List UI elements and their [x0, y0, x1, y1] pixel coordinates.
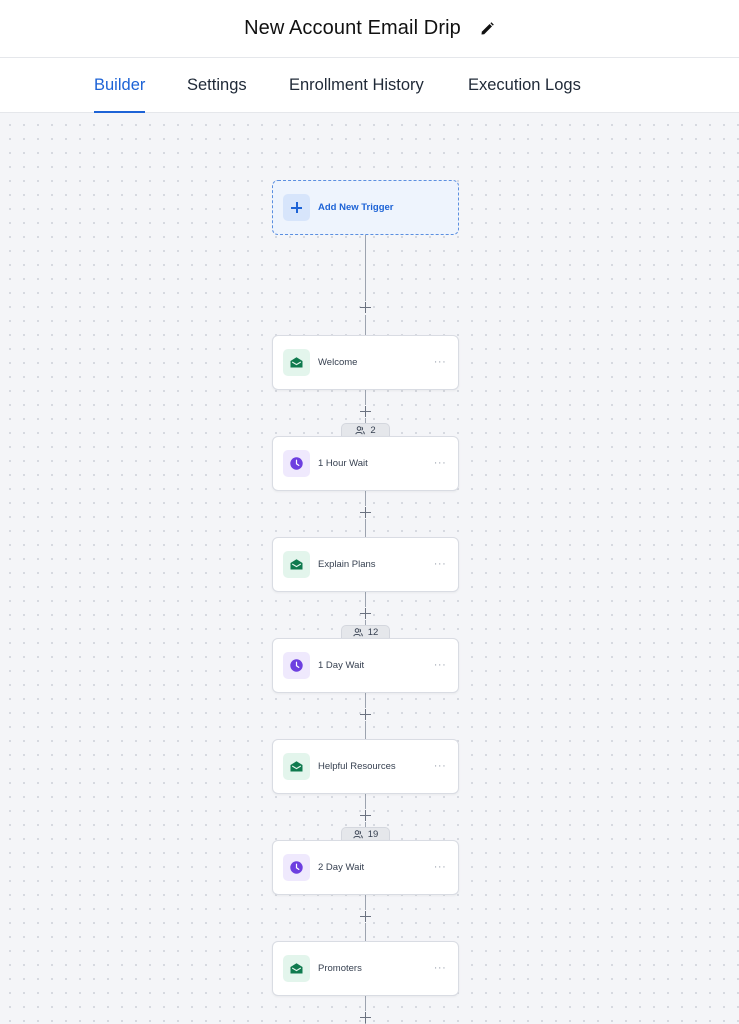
enrollment-count-badge: 2	[341, 423, 390, 437]
connector-line	[365, 923, 366, 941]
users-icon	[355, 426, 366, 435]
clock-icon	[283, 854, 310, 881]
step-label: Helpful Resources	[318, 761, 396, 772]
add-trigger-button[interactable]: Add New Trigger	[272, 180, 459, 235]
add-step-button[interactable]	[359, 301, 372, 314]
add-step-button[interactable]	[359, 708, 372, 721]
connector-line	[365, 793, 366, 809]
connector-line	[365, 692, 366, 708]
more-options-icon[interactable]: ···	[433, 961, 447, 974]
more-options-icon[interactable]: ···	[433, 759, 447, 772]
connector-line	[365, 234, 366, 301]
step-wait-1-day[interactable]: 1 Day Wait ···	[272, 638, 459, 693]
add-step-button[interactable]	[359, 1011, 372, 1024]
users-icon	[353, 830, 363, 839]
step-label: 2 Day Wait	[318, 862, 365, 873]
step-wait-1-hour[interactable]: 1 Hour Wait ···	[272, 436, 459, 491]
more-options-icon[interactable]: ···	[433, 456, 447, 469]
enrollment-count-badge: 19	[341, 827, 390, 841]
pencil-icon[interactable]	[479, 21, 495, 37]
tab-bar: Builder Settings Enrollment History Exec…	[0, 58, 739, 113]
plus-icon	[283, 194, 310, 221]
users-icon	[353, 628, 363, 637]
clock-icon	[283, 450, 310, 477]
title-bar: New Account Email Drip	[0, 0, 739, 58]
step-email-promoters[interactable]: Promoters ···	[272, 941, 459, 996]
step-label: Explain Plans	[318, 559, 376, 570]
add-trigger-label: Add New Trigger	[318, 202, 394, 213]
connector-line	[365, 418, 366, 423]
connector-line	[365, 519, 366, 537]
connector-line	[365, 620, 366, 625]
connector-line	[365, 822, 366, 827]
envelope-icon	[283, 349, 310, 376]
more-options-icon[interactable]: ···	[433, 355, 447, 368]
tab-enrollment-history[interactable]: Enrollment History	[289, 76, 424, 94]
more-options-icon[interactable]: ···	[433, 557, 447, 570]
add-step-button[interactable]	[359, 405, 372, 418]
page-title: New Account Email Drip	[244, 17, 461, 39]
step-label: 1 Day Wait	[318, 660, 365, 671]
envelope-icon	[283, 551, 310, 578]
enrollment-count: 19	[367, 829, 379, 840]
connector-line	[365, 490, 366, 506]
connector-line	[365, 995, 366, 1011]
enrollment-count: 12	[367, 627, 379, 638]
tab-settings[interactable]: Settings	[187, 76, 247, 94]
connector-line	[365, 591, 366, 607]
add-step-button[interactable]	[359, 506, 372, 519]
connector-line	[365, 721, 366, 739]
step-email-welcome[interactable]: Welcome ···	[272, 335, 459, 390]
connector-line	[365, 894, 366, 910]
step-email-explain-plans[interactable]: Explain Plans ···	[272, 537, 459, 592]
tab-execution-logs[interactable]: Execution Logs	[468, 76, 581, 94]
tab-builder[interactable]: Builder	[94, 58, 146, 113]
step-wait-2-day[interactable]: 2 Day Wait ···	[272, 840, 459, 895]
workflow-canvas[interactable]: Add New Trigger 2 12 19	[0, 113, 739, 1024]
connector-line	[365, 315, 366, 335]
step-label: Welcome	[318, 357, 358, 368]
enrollment-count: 2	[370, 425, 376, 436]
connector-line	[365, 389, 366, 405]
clock-icon	[283, 652, 310, 679]
add-step-button[interactable]	[359, 910, 372, 923]
step-email-helpful-resources[interactable]: Helpful Resources ···	[272, 739, 459, 794]
envelope-icon	[283, 955, 310, 982]
more-options-icon[interactable]: ···	[433, 658, 447, 671]
enrollment-count-badge: 12	[341, 625, 390, 639]
more-options-icon[interactable]: ···	[433, 860, 447, 873]
add-step-button[interactable]	[359, 607, 372, 620]
add-step-button[interactable]	[359, 809, 372, 822]
envelope-icon	[283, 753, 310, 780]
step-label: 1 Hour Wait	[318, 458, 368, 469]
step-label: Promoters	[318, 963, 362, 974]
